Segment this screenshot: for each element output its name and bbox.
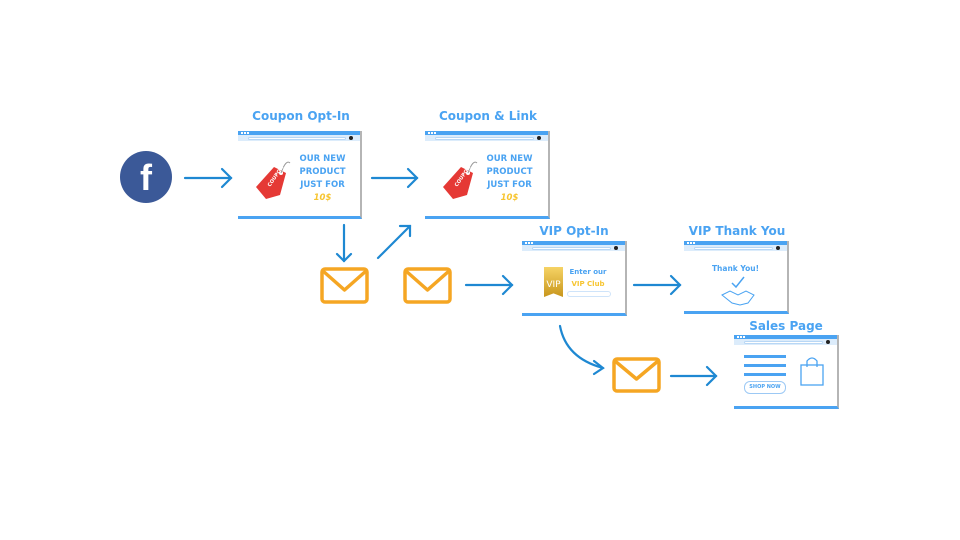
- vip-thankyou-page: Thank You!: [684, 241, 789, 314]
- arrow-email-to-sales-page: [669, 365, 718, 387]
- vip-badge: VIP: [544, 267, 563, 297]
- arrow-vip-optin-curve-to-email: [558, 324, 605, 376]
- step-title: Coupon & Link: [438, 109, 538, 123]
- price: 10$: [500, 193, 519, 203]
- coupon-tag-icon: COUPON: [256, 161, 291, 199]
- step-title: Sales Page: [749, 319, 823, 333]
- text-lines: [744, 355, 786, 358]
- step-title: Coupon Opt-In: [252, 109, 350, 123]
- svg-text:f: f: [140, 157, 153, 198]
- sales-page: SHOP NOW: [734, 335, 839, 409]
- facebook-icon: f: [120, 151, 172, 203]
- step-title: VIP Thank You: [688, 224, 786, 238]
- arrow-vip-optin-to-thankyou: [632, 274, 682, 296]
- price: 10$: [313, 193, 332, 203]
- arrow-optin-down-to-email: [335, 223, 353, 263]
- envelope-icon: [403, 267, 452, 304]
- arrow-optin-to-coupon-link: [370, 167, 419, 189]
- arrow-email-up-to-coupon-link: [376, 224, 412, 260]
- envelope-icon: [320, 267, 369, 304]
- email-input[interactable]: [567, 291, 611, 297]
- handshake-check-icon: [721, 276, 755, 306]
- arrow-fb-to-coupon-optin: [183, 167, 233, 189]
- arrow-email-to-vip-optin: [464, 274, 514, 296]
- step-title: VIP Opt-In: [539, 224, 609, 238]
- coupon-tag-icon: COUPON: [443, 161, 478, 199]
- shop-now-button[interactable]: SHOP NOW: [744, 381, 786, 394]
- shopping-bag-icon: [800, 357, 824, 386]
- envelope-icon: [612, 357, 661, 393]
